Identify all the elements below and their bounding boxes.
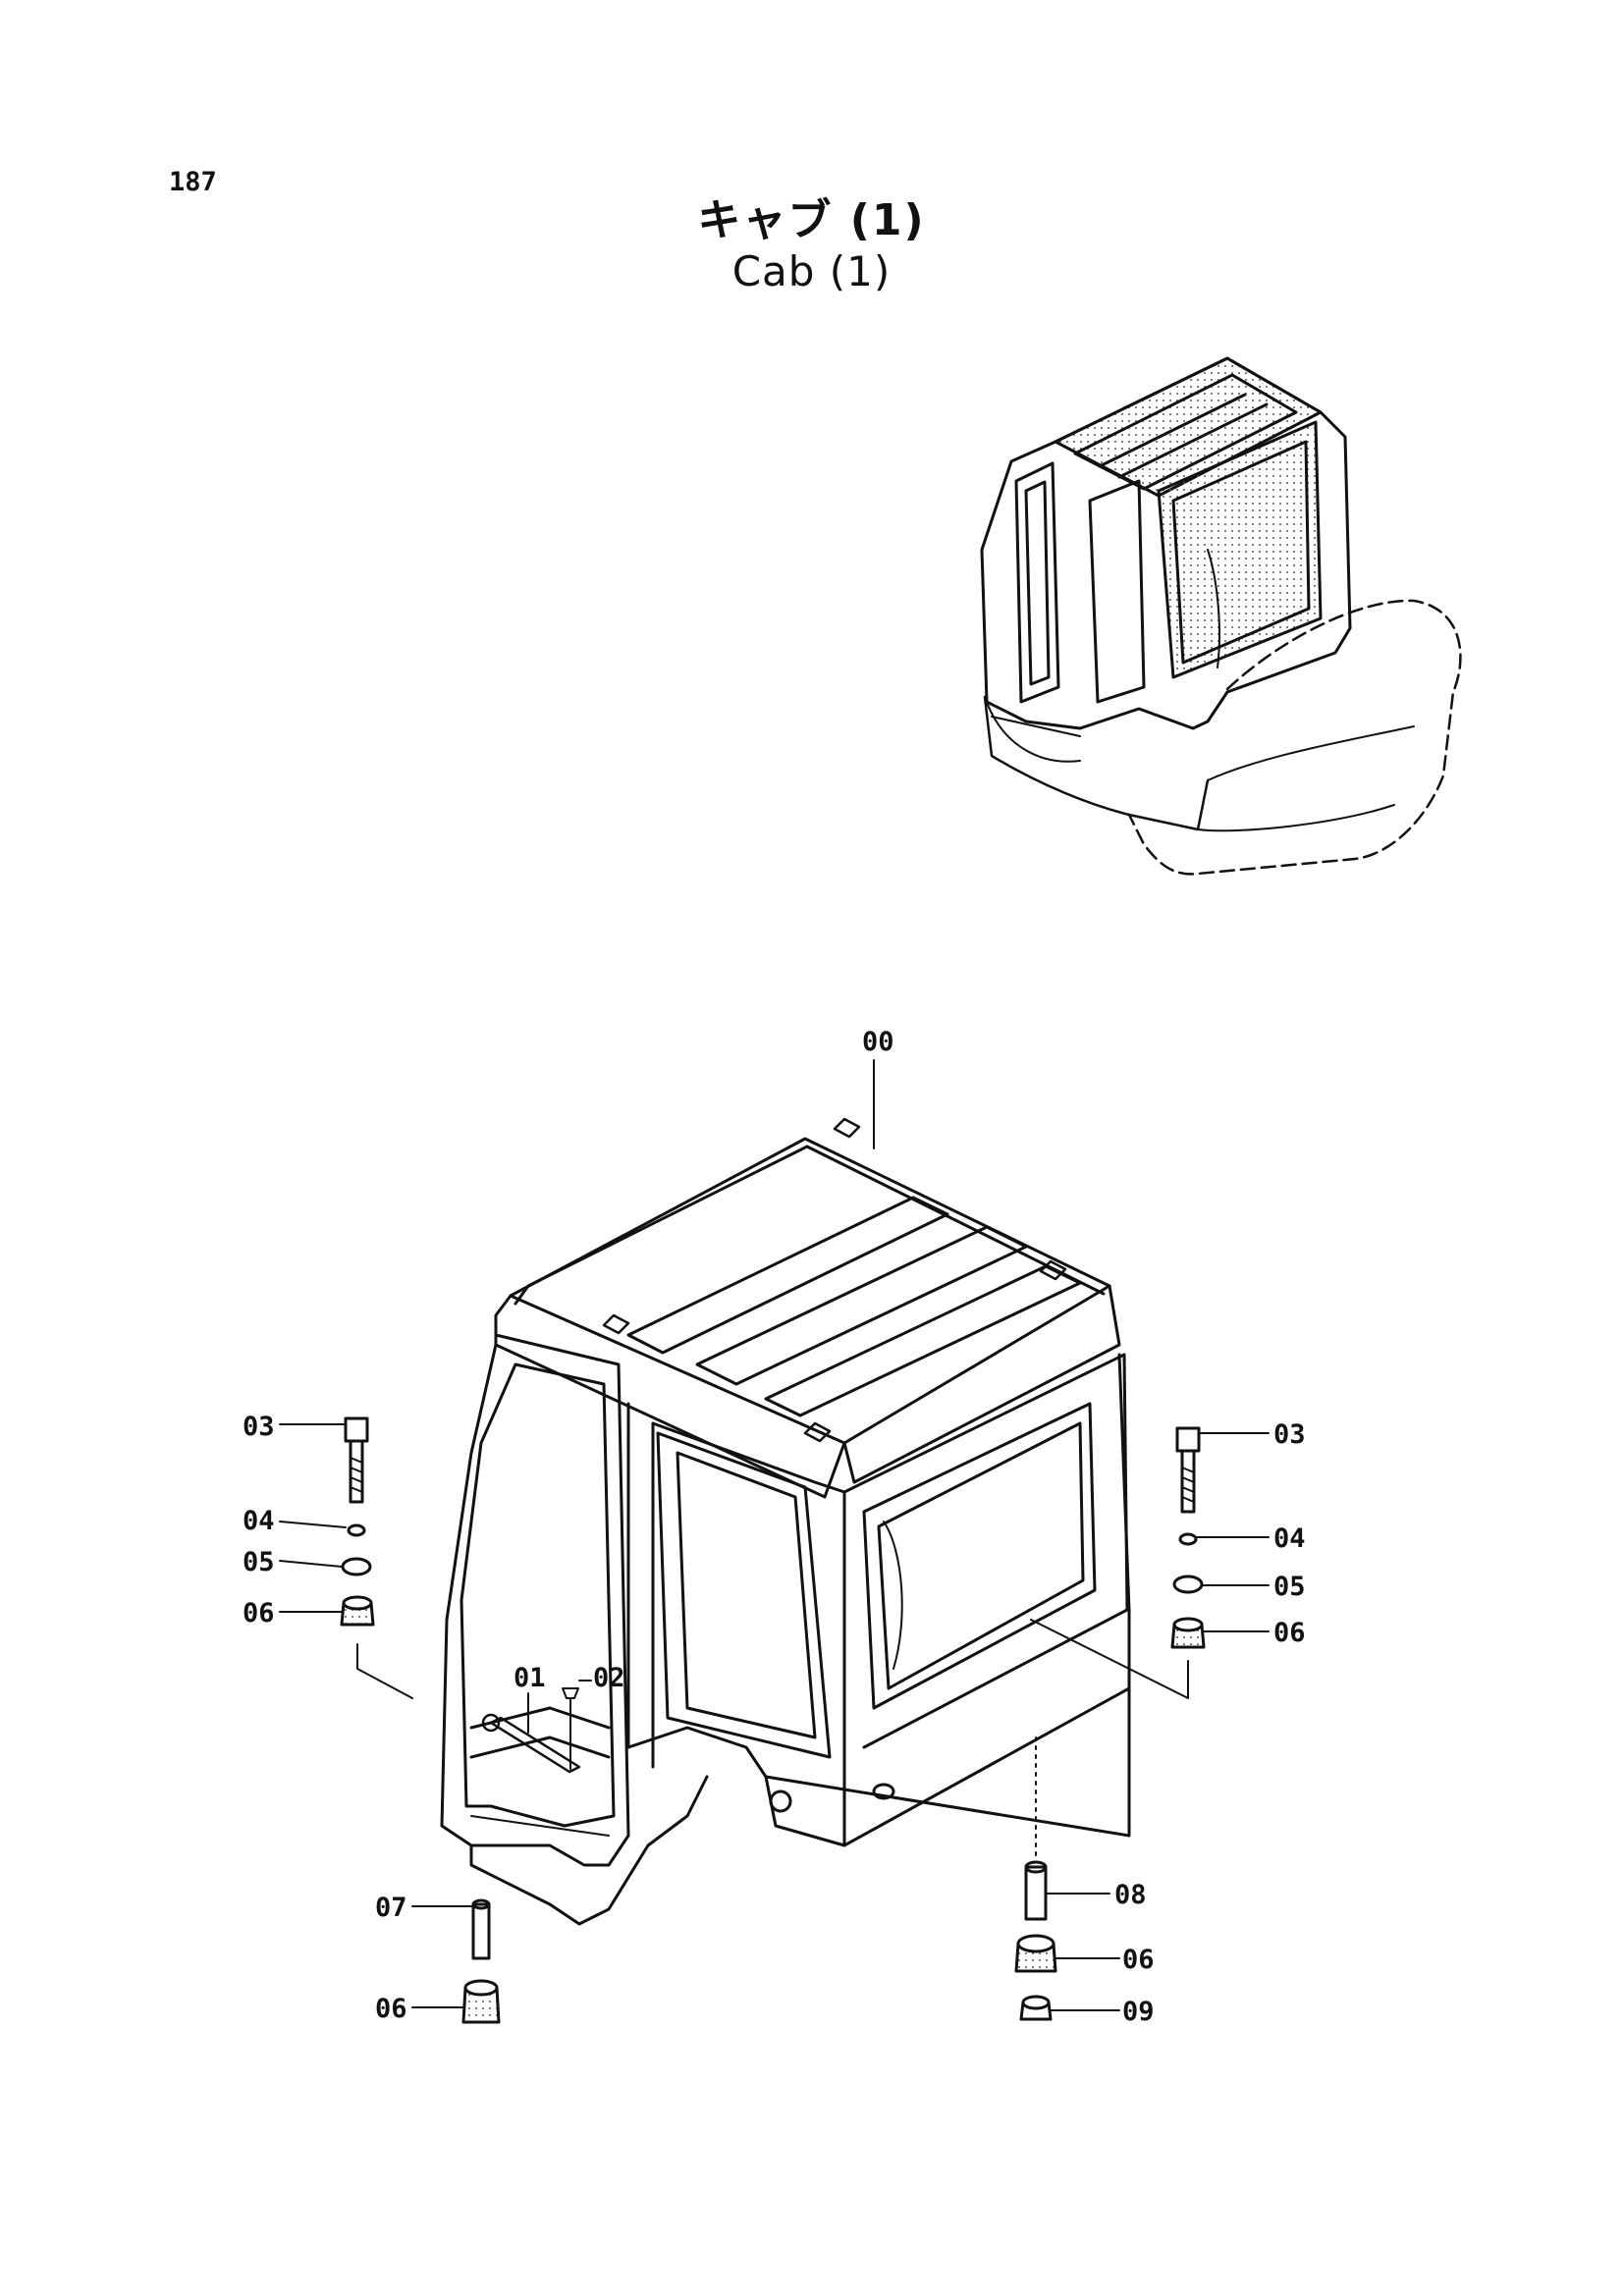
callout-06-left: 06 (243, 1598, 275, 1629)
callout-05-right: 05 (1273, 1572, 1306, 1602)
overview-machine-illustration (980, 356, 1462, 876)
callout-02: 02 (593, 1663, 625, 1693)
page-number: 187 (169, 167, 217, 197)
callout-06-right: 06 (1273, 1618, 1306, 1648)
callout-05-left: 05 (243, 1547, 275, 1577)
page-title-english: Cab (1) (731, 247, 892, 295)
callout-03-left: 03 (243, 1412, 275, 1442)
cab-assembly-drawing (440, 1117, 1131, 1926)
callout-08: 08 (1114, 1880, 1147, 1910)
callout-04-left: 04 (243, 1506, 275, 1536)
callout-03-right: 03 (1273, 1419, 1306, 1450)
callout-04-right: 04 (1273, 1523, 1306, 1554)
callout-07: 07 (375, 1893, 407, 1923)
callout-leaders (279, 1059, 1270, 2011)
loose-parts (340, 1416, 1206, 2024)
callout-06-bottom-right: 06 (1122, 1945, 1155, 1975)
callout-09: 09 (1122, 1997, 1155, 2027)
callout-06-bottom-left: 06 (375, 1994, 407, 2024)
callout-labels: 00 01 02 03 04 05 06 03 04 05 06 07 06 0… (243, 1027, 1306, 2027)
callout-01: 01 (514, 1663, 546, 1693)
callout-00: 00 (862, 1027, 894, 1057)
page-title-japanese: キャブ (1) (697, 195, 926, 245)
